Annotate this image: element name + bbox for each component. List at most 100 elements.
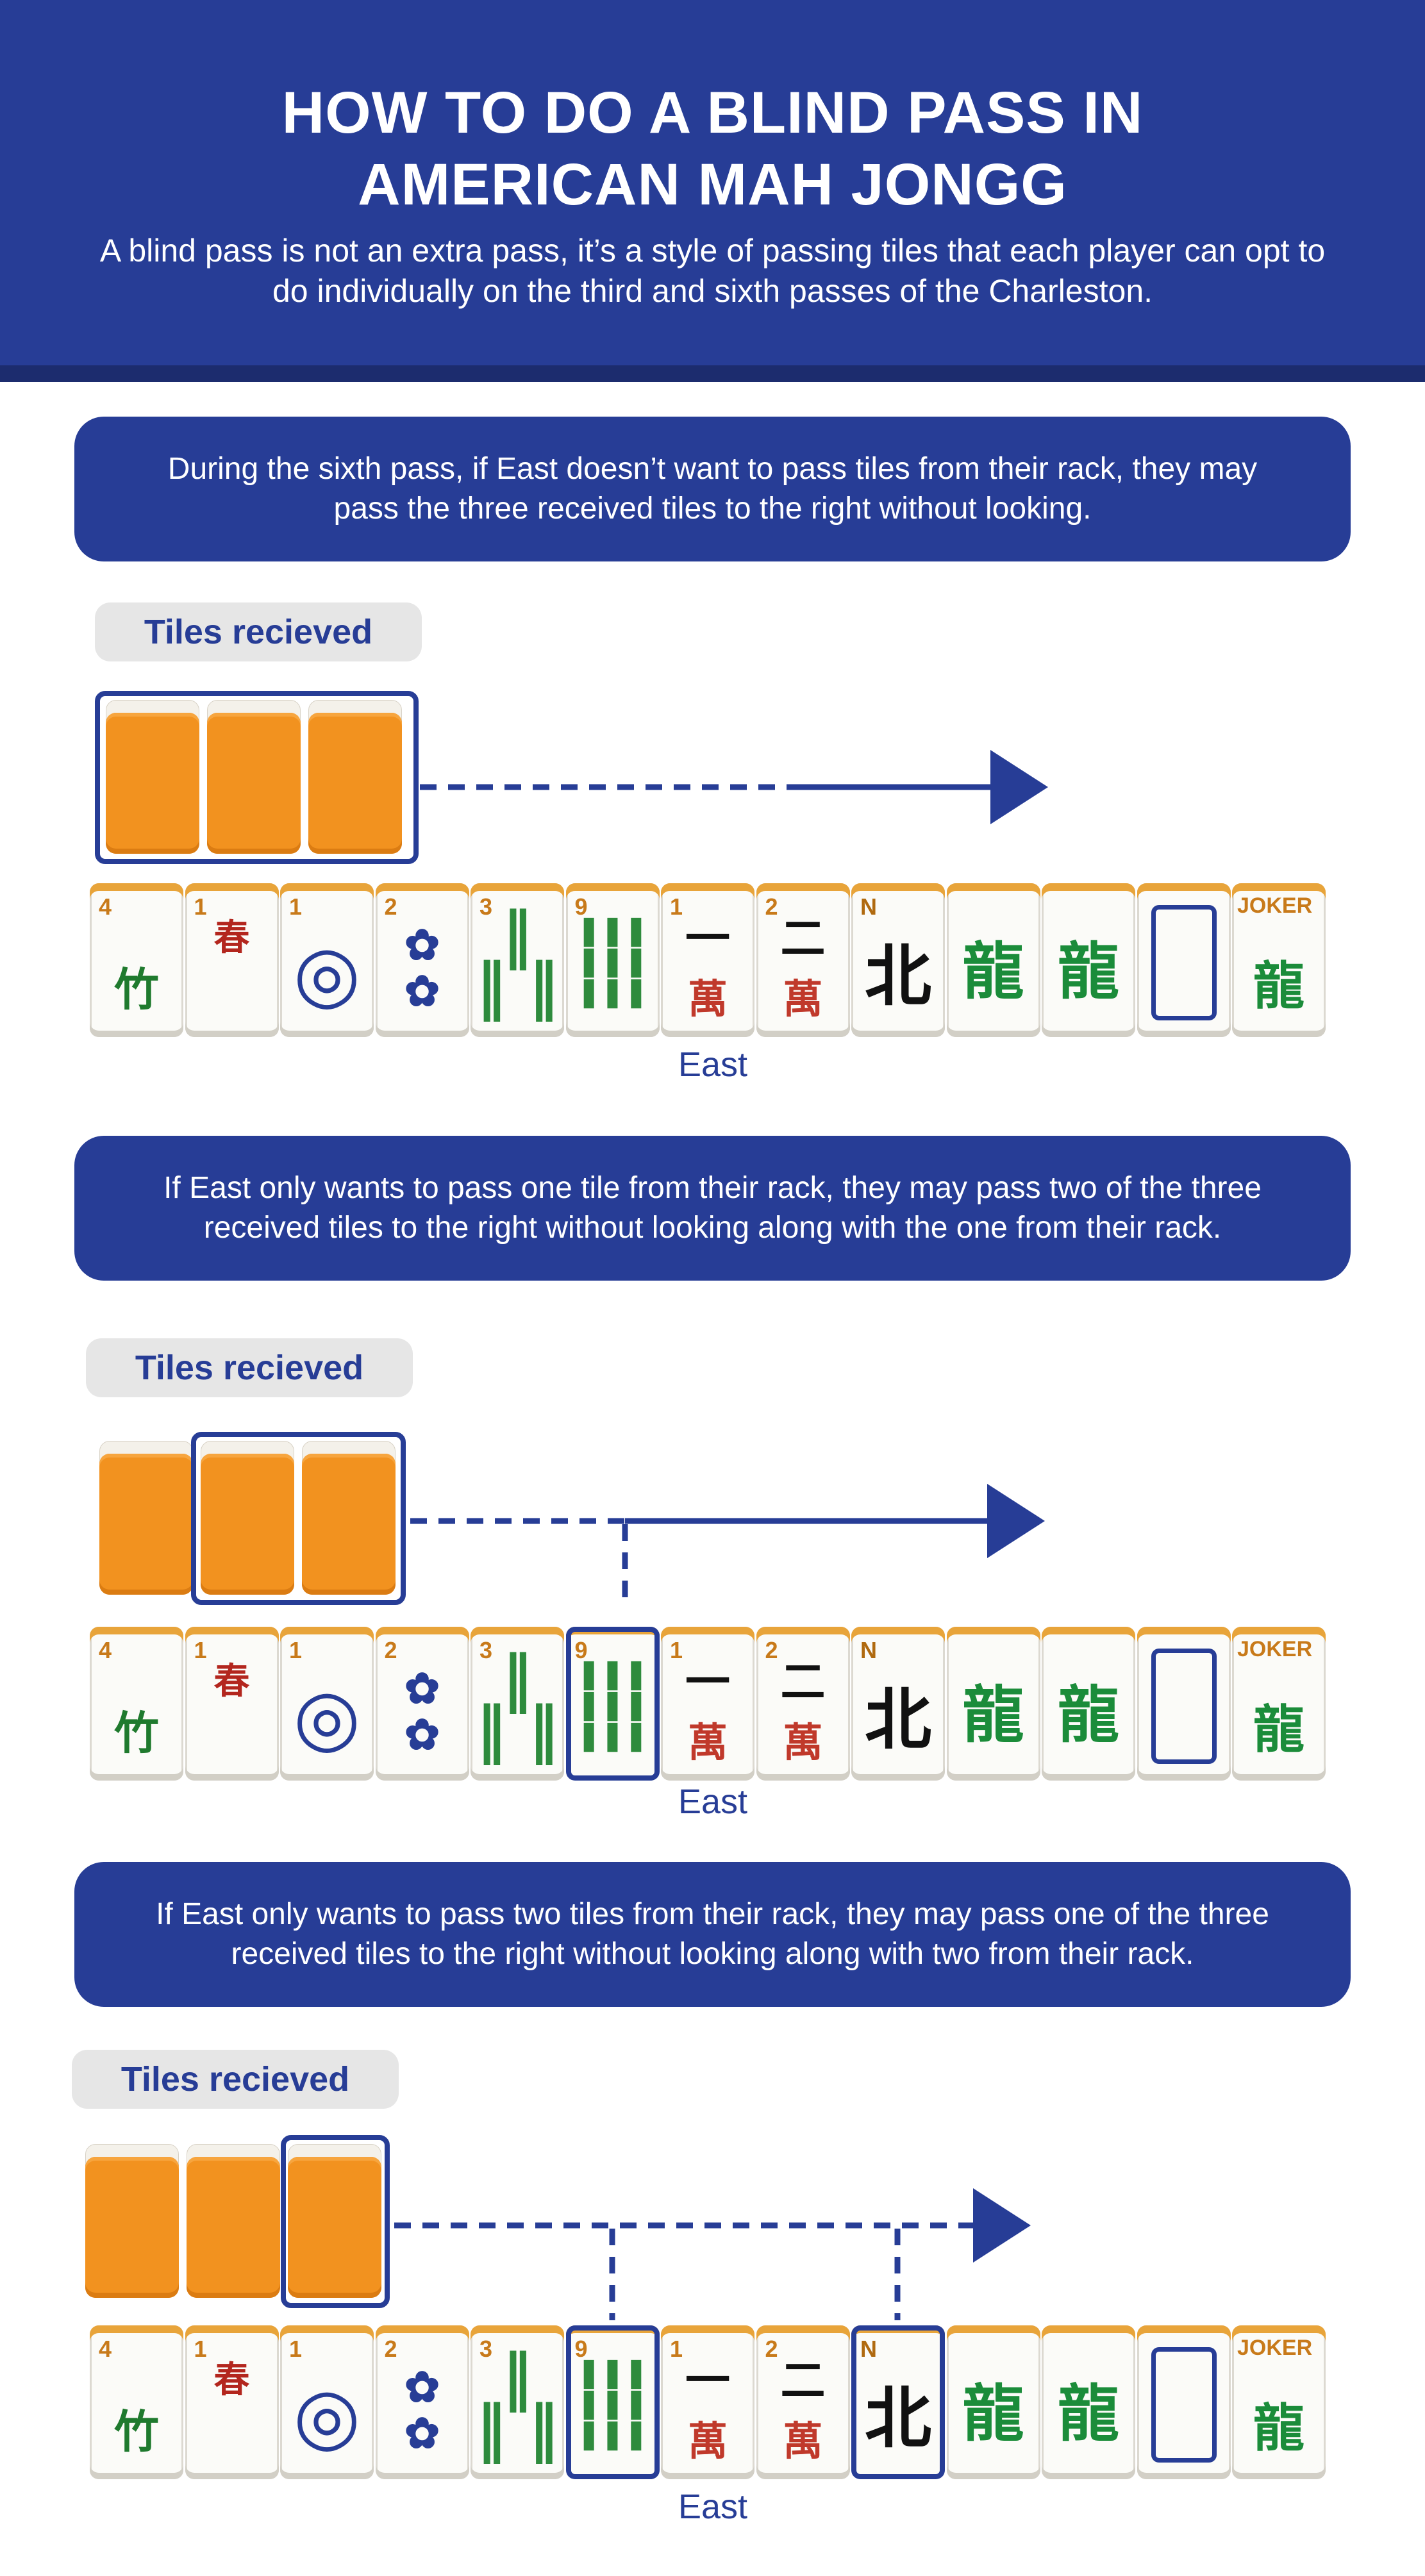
tile-glyph: 北 [864, 2379, 931, 2457]
face-down-tile [288, 2144, 381, 2298]
page-title: HOW TO DO A BLIND PASS IN AMERICAN MAH J… [0, 77, 1425, 220]
tile-glyph: 春 [213, 917, 250, 959]
tile-corner-label: 4 [99, 2336, 112, 2362]
white-dragon-frame [1151, 2347, 1217, 2463]
character-glyph: 一 [685, 1655, 730, 1708]
page-subtitle: A blind pass is not an extra pass, it’s … [99, 233, 1326, 309]
tile-corner-label: 1 [194, 2336, 207, 2362]
tile-glyph: ✿ ✿ [404, 1663, 440, 1759]
tile-corner-label: 4 [99, 1637, 112, 1663]
wan-glyph: 萬 [783, 1719, 823, 1766]
tile-corner-label: JOKER [1237, 893, 1313, 918]
tile-glyph: ✿ ✿ [404, 920, 440, 1016]
selection-outline [191, 1432, 406, 1605]
tile-corner-label: 4 [99, 893, 112, 920]
tile-glyph: ◎ [293, 1672, 361, 1762]
tile-glyph: ‖ ‖ ‖ [476, 898, 559, 1022]
tile-glyph: 竹 [114, 1706, 159, 1759]
white-dragon-frame [1151, 905, 1217, 1020]
callout-section-1: During the sixth pass, if East doesn’t w… [74, 417, 1351, 561]
tile-glyph: ‖ ‖ ‖ [476, 1641, 559, 1765]
selection-outline [95, 691, 419, 864]
tile-corner-label: 1 [670, 1637, 683, 1663]
nine-bam-tile: 9❚❚❚ ❚❚❚ ❚❚❚ [565, 2325, 660, 2479]
tile-corner-label: 2 [765, 1637, 778, 1663]
white-dragon-tile [1137, 883, 1231, 1037]
header-banner: HOW TO DO A BLIND PASS IN AMERICAN MAH J… [0, 0, 1425, 382]
green-dragon-tile-a: 龍 [946, 883, 1040, 1037]
arrowhead-1 [990, 750, 1048, 824]
east-label-3: East [678, 2488, 748, 2526]
tile-corner-label: 2 [765, 893, 778, 920]
tiles-received-label-3: Tiles recieved [72, 2050, 399, 2109]
two-dot-tile: 2✿ ✿ [375, 1627, 469, 1781]
tile-glyph: ◎ [293, 928, 361, 1018]
tile-corner-label: 3 [479, 893, 493, 920]
face-down-tile [187, 2144, 280, 2298]
tiles-received-label-1: Tiles recieved [95, 602, 422, 661]
character-glyph: 二 [780, 1655, 826, 1708]
tile-glyph: ✿ ✿ [404, 2362, 440, 2458]
tile-glyph: ‖ ‖ ‖ [476, 2340, 559, 2464]
character-glyph: 二 [780, 2354, 826, 2407]
east-label-2: East [678, 1782, 748, 1821]
wan-glyph: 萬 [687, 976, 728, 1022]
two-dot-tile: 2✿ ✿ [375, 883, 469, 1037]
tile-glyph: 春 [213, 1660, 250, 1702]
face-down-tile [99, 1441, 193, 1595]
title-line-1: HOW TO DO A BLIND PASS IN [281, 80, 1144, 145]
green-dragon-tile-b: 龍 [1042, 883, 1135, 1037]
tile-glyph: 龍 [1058, 1679, 1119, 1751]
tile-corner-label: 1 [289, 893, 303, 920]
tile-glyph: 北 [864, 936, 931, 1015]
tile-corner-label: 1 [194, 1637, 207, 1663]
one-dot-tile: 1◎ [280, 883, 374, 1037]
white-dragon-frame [1151, 1649, 1217, 1764]
face-down-tile [302, 1441, 396, 1595]
face-down-tile [201, 1441, 294, 1595]
nine-bam-tile: 9❚❚❚ ❚❚❚ ❚❚❚ [565, 883, 660, 1037]
selection-outline [281, 2135, 390, 2308]
tile-glyph: 竹 [114, 963, 159, 1016]
tile-glyph: ❚❚❚ ❚❚❚ ❚❚❚ [577, 1658, 648, 1752]
tile-corner-label: 2 [384, 2336, 397, 2362]
arrowhead-3 [973, 2188, 1031, 2263]
tile-corner-label: 3 [479, 2336, 493, 2362]
east-label-1: East [678, 1045, 748, 1084]
tile-glyph: 龍 [1058, 2377, 1119, 2450]
tile-corner-label: JOKER [1237, 2336, 1313, 2360]
tile-corner-label: N [860, 1637, 877, 1663]
tile-glyph: ❚❚❚ ❚❚❚ ❚❚❚ [577, 2356, 648, 2450]
wan-glyph: 萬 [783, 976, 823, 1022]
three-bam-tile: 3‖ ‖ ‖ [471, 883, 564, 1037]
three-bam-tile: 3‖ ‖ ‖ [471, 1627, 564, 1781]
tile-glyph: 龍 [1253, 1699, 1304, 1759]
tile-corner-label: JOKER [1237, 1637, 1313, 1661]
callout-section-2: If East only wants to pass one tile from… [74, 1136, 1351, 1281]
tile-corner-label: 3 [479, 1637, 493, 1663]
tile-corner-label: 1 [289, 1637, 303, 1663]
tile-corner-label: 1 [194, 893, 207, 920]
green-dragon-tile-b: 龍 [1042, 1627, 1135, 1781]
joker-tile: JOKER 龍 [1232, 1627, 1326, 1781]
green-dragon-tile-a: 龍 [946, 1627, 1040, 1781]
character-glyph: 一 [685, 2354, 730, 2407]
tile-glyph: 竹 [114, 2405, 159, 2458]
three-bam-tile: 3‖ ‖ ‖ [471, 2325, 564, 2479]
